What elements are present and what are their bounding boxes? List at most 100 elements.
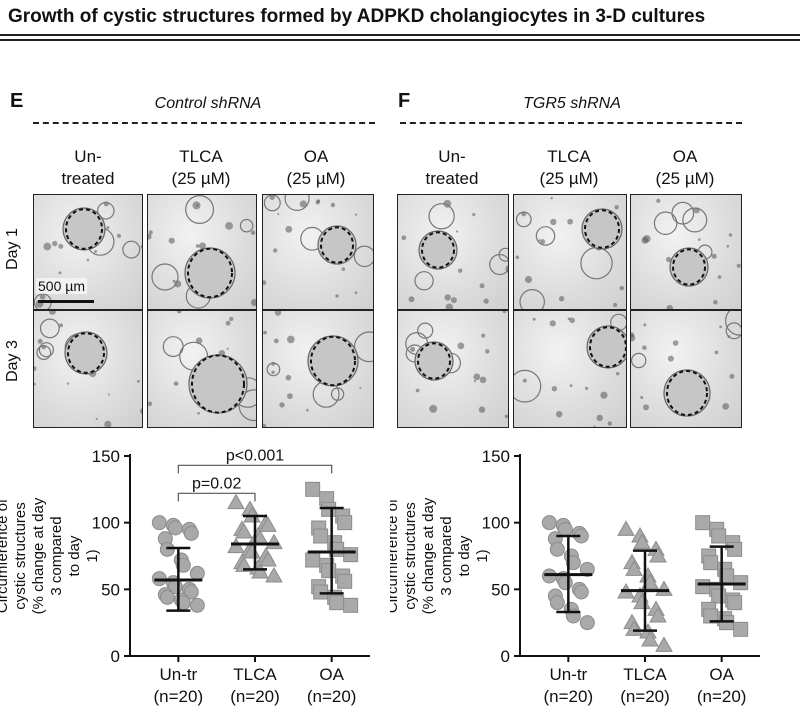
p-value-label: p=0.02 <box>192 475 241 492</box>
data-point <box>649 606 667 623</box>
data-point <box>727 595 743 611</box>
micrograph-e-tlca-day3 <box>147 310 257 428</box>
data-point <box>265 566 283 583</box>
p-value-label: p<0.001 <box>226 447 284 464</box>
micrograph-e-untreated-day3 <box>33 310 143 428</box>
data-point <box>259 550 277 567</box>
data-point <box>251 562 269 579</box>
y-tick-label: 50 <box>491 580 510 599</box>
treatment-header-f-tlca: TLCA(25 µM) <box>539 147 599 188</box>
x-tick-sublabel: (n=20) <box>230 687 280 706</box>
data-point <box>541 515 557 531</box>
data-point <box>343 547 359 563</box>
treatment-header-e-untreated: Un-treated <box>61 147 115 188</box>
data-point <box>617 520 635 536</box>
data-point <box>655 580 673 596</box>
data-point <box>321 501 337 517</box>
micrograph-f-oa-day1 <box>630 194 742 310</box>
x-tick-label: Un-tr <box>159 665 197 684</box>
x-tick-label: Un-tr <box>549 665 587 684</box>
x-tick-label: OA <box>319 665 344 684</box>
x-tick-label: TLCA <box>623 665 667 684</box>
data-point <box>329 595 345 611</box>
title-underline-top <box>0 34 800 36</box>
data-point <box>711 588 727 604</box>
row-label-day3: Day 3 <box>4 340 21 382</box>
data-point <box>549 595 565 611</box>
data-point <box>549 541 565 557</box>
condition-dash-e <box>33 122 375 124</box>
scale-bar <box>38 300 94 303</box>
data-point <box>259 516 277 532</box>
data-point <box>265 533 283 550</box>
condition-dash-f <box>400 122 742 124</box>
micrograph-f-tlca-day3 <box>513 310 627 428</box>
x-tick-sublabel: (n=20) <box>620 687 670 706</box>
significance-bracket <box>177 492 256 502</box>
y-tick-label: 50 <box>101 580 120 599</box>
y-tick-label: 0 <box>501 647 510 666</box>
y-tick-label: 100 <box>482 514 510 533</box>
data-point <box>183 525 199 541</box>
data-point <box>703 555 719 571</box>
data-point <box>727 541 743 557</box>
y-axis-title: Circumference ofcystic structures(% chan… <box>0 497 101 614</box>
figure-title: Growth of cystic structures formed by AD… <box>8 6 706 27</box>
micrograph-e-oa-day1 <box>262 194 374 310</box>
data-point <box>695 515 711 531</box>
data-point <box>625 560 643 576</box>
row-label-day1: Day 1 <box>4 228 21 270</box>
y-tick-label: 150 <box>482 447 510 466</box>
condition-label-f: TGR5 shRNA <box>523 95 621 112</box>
x-tick-sublabel: (n=20) <box>307 687 357 706</box>
micrograph-f-tlca-day1 <box>513 194 627 310</box>
treatment-header-e-oa: OA(25 µM) <box>286 147 346 188</box>
micrograph-f-untreated-day1 <box>397 194 509 310</box>
data-point <box>337 573 353 589</box>
panel-letter-e: E <box>10 90 24 112</box>
data-point <box>151 515 167 531</box>
data-point <box>159 541 175 557</box>
data-point <box>565 555 581 571</box>
micrograph-e-oa-day3 <box>262 310 374 428</box>
data-point <box>313 584 329 600</box>
x-tick-sublabel: (n=20) <box>697 687 747 706</box>
panel-letter-f: F <box>398 90 411 112</box>
data-point <box>235 522 253 539</box>
data-point <box>733 621 749 637</box>
data-point <box>183 584 199 600</box>
data-point <box>159 589 175 605</box>
data-point <box>711 528 727 544</box>
data-point <box>579 561 595 577</box>
x-tick-label: OA <box>709 665 734 684</box>
y-tick-label: 150 <box>92 447 120 466</box>
micrograph-f-untreated-day3 <box>397 310 509 428</box>
micrograph-e-tlca-day1 <box>147 194 257 310</box>
data-point <box>313 528 329 544</box>
data-point <box>337 515 353 531</box>
data-point <box>235 556 253 572</box>
treatment-header-f-oa: OA(25 µM) <box>655 147 715 188</box>
y-tick-label: 0 <box>111 647 120 666</box>
data-point <box>655 636 673 652</box>
data-point <box>641 630 659 647</box>
x-tick-sublabel: (n=20) <box>544 687 594 706</box>
data-point <box>343 597 359 613</box>
data-point <box>649 546 667 563</box>
data-point <box>227 537 245 554</box>
data-point <box>189 565 205 581</box>
data-point <box>579 615 595 631</box>
data-point <box>573 584 589 600</box>
data-point <box>557 575 573 591</box>
condition-label-e: Control shRNA <box>154 95 262 112</box>
data-point <box>167 520 183 536</box>
data-point <box>305 481 321 497</box>
data-point <box>321 563 337 579</box>
data-point <box>633 533 651 550</box>
data-point <box>227 493 245 510</box>
data-point <box>695 579 711 595</box>
treatment-header-e-tlca: TLCA(25 µM) <box>171 147 231 188</box>
data-point <box>305 552 321 568</box>
